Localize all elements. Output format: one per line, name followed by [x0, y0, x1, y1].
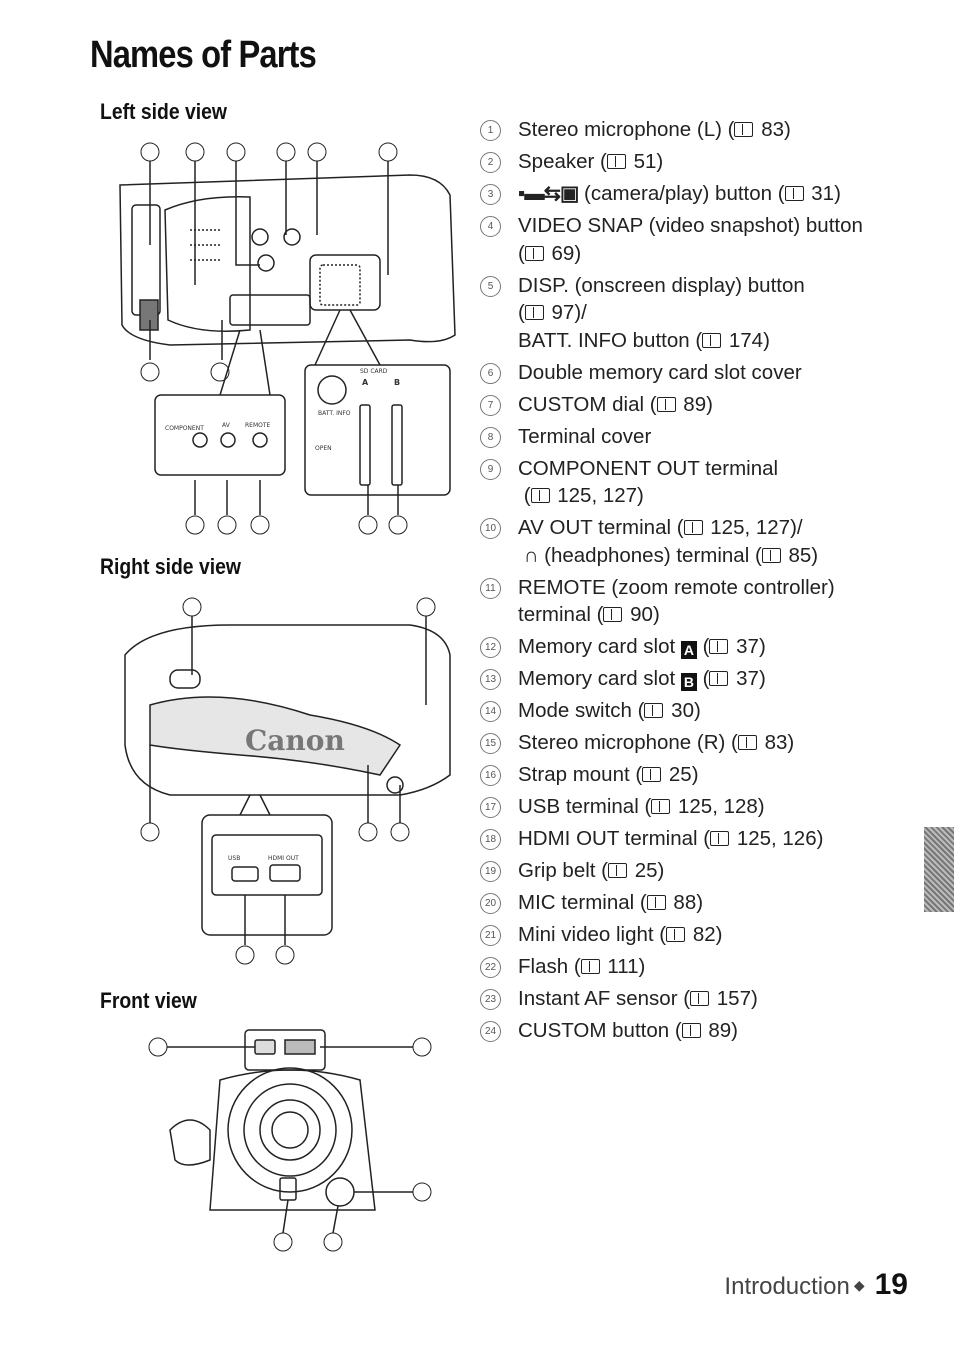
slot-a-badge: A	[680, 641, 697, 659]
right-side-view-figure: Canon USB HDMI OUT	[110, 595, 460, 975]
section-front-view: Front view	[100, 988, 197, 1013]
left-side-view-figure: SD CARD BATT. INFO OPEN COMPONENT AV REM…	[110, 135, 460, 535]
book-icon	[683, 520, 703, 535]
component-label: COMPONENT	[165, 425, 204, 432]
batt-info-label: BATT. INFO	[318, 410, 351, 417]
page-title: Names of Parts	[90, 34, 317, 76]
brand-logo: Canon	[245, 724, 345, 757]
front-view-figure	[130, 1020, 440, 1260]
headphones-icon: ∩	[523, 543, 539, 567]
book-icon	[710, 831, 730, 846]
page-number: 19	[874, 1268, 908, 1301]
sd-card-label: SD CARD	[360, 368, 388, 375]
list-item: 3▪▬⇆▣ (camera/play) button ( 31)	[468, 180, 918, 208]
book-icon	[690, 991, 710, 1006]
book-icon	[681, 1023, 701, 1038]
book-icon	[606, 154, 626, 169]
usb-label: USB	[228, 855, 240, 862]
footer-section: Introduction	[724, 1273, 850, 1300]
page-footer: Introduction◆ 19	[724, 1268, 908, 1302]
book-icon	[603, 607, 623, 622]
slot-b-label: B	[394, 378, 400, 387]
slot-b-badge: B	[680, 673, 697, 691]
book-icon	[702, 332, 722, 348]
book-icon	[530, 488, 550, 503]
book-icon	[608, 863, 627, 878]
book-icon	[761, 547, 781, 563]
book-icon	[784, 186, 804, 201]
section-left-side-view: Left side view	[100, 99, 227, 124]
book-icon	[524, 245, 544, 261]
chapter-tab	[924, 827, 954, 912]
diamond-icon: ◆	[853, 1277, 865, 1293]
book-icon	[709, 639, 729, 654]
hdmi-out-label: HDMI OUT	[268, 855, 299, 862]
book-icon	[734, 122, 754, 137]
book-icon	[666, 927, 686, 942]
book-icon	[524, 305, 544, 320]
book-icon	[651, 799, 671, 814]
open-label: OPEN	[315, 445, 332, 452]
book-icon	[737, 735, 757, 750]
remote-label: REMOTE	[245, 422, 271, 429]
book-icon	[646, 895, 666, 910]
book-icon	[580, 959, 600, 974]
section-right-side-view: Right side view	[100, 554, 241, 579]
book-icon	[644, 703, 664, 718]
book-icon	[709, 671, 729, 686]
slot-a-label: A	[362, 378, 369, 387]
camera-play-icon: ▪▬⇆▣	[518, 182, 579, 205]
book-icon	[642, 767, 662, 782]
av-label: AV	[222, 422, 231, 429]
book-icon	[656, 396, 676, 412]
